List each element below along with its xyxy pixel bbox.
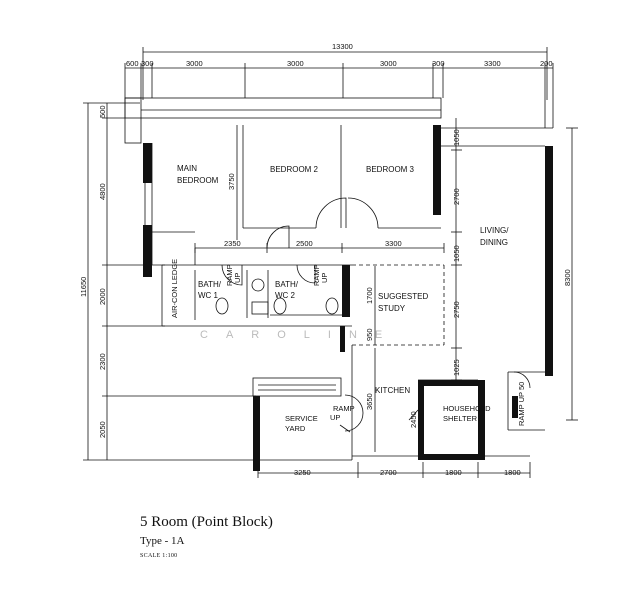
label-shelter-2: SHELTER [443, 414, 478, 423]
plan-scale: SCALE 1:100 [140, 553, 178, 559]
label-ramp-up-50: RAMP UP 50 [517, 382, 526, 426]
dim-study-depth: 1700 [365, 287, 374, 304]
label-ramp-bath2-2: UP [320, 273, 329, 283]
dim-passage: 950 [365, 328, 374, 341]
dim-top-5: 3000 [380, 59, 397, 68]
label-study-2: STUDY [378, 304, 406, 313]
dim-left-2: 4800 [98, 183, 107, 200]
thin-walls [124, 97, 553, 461]
dim-left-4: 2300 [98, 353, 107, 370]
label-main-bedroom-1: MAIN [177, 164, 197, 173]
dim-top-7: 3300 [484, 59, 501, 68]
dim-right-4: 2750 [452, 301, 461, 318]
label-ramp-bath1-2: UP [233, 273, 242, 283]
dim-right-overall: 8300 [563, 269, 572, 286]
dim-right-2: 2700 [452, 188, 461, 205]
label-ramp-bath1-1: RAMP [225, 264, 234, 286]
label-living-2: DINING [480, 238, 508, 247]
dim-interior-1: 2350 [224, 239, 241, 248]
label-living-1: LIVING/ [480, 226, 509, 235]
label-bath1-1: BATH/ [198, 280, 222, 289]
label-ramp-bath2-1: RAMP [312, 264, 321, 286]
dim-interior-3: 3300 [385, 239, 402, 248]
dim-left-5: 2050 [98, 421, 107, 438]
dim-kitchen-depth: 3650 [365, 393, 374, 410]
label-ramp-kitchen-2: UP [330, 413, 340, 422]
dim-top-6: 300 [432, 59, 445, 68]
label-bedroom-2: BEDROOM 2 [270, 165, 319, 174]
door-swings [221, 197, 531, 432]
label-service-yard-2: YARD [285, 424, 306, 433]
structural-walls [143, 125, 553, 471]
dim-left-3: 2000 [98, 288, 107, 305]
dim-right-3: 1050 [452, 245, 461, 262]
dim-shelter-depth: 2450 [409, 411, 418, 428]
label-study-1: SUGGESTED [378, 292, 428, 301]
label-kitchen: KITCHEN [375, 386, 410, 395]
label-service-yard-1: SERVICE [285, 414, 318, 423]
dim-overall-top: 13300 [332, 42, 353, 51]
plan-type: Type - 1A [140, 535, 185, 547]
label-bath1-2: WC 1 [198, 291, 219, 300]
label-aircon-ledge: AIR-CON LEDGE [170, 259, 179, 318]
dimension-labels: 13300 600 300 3000 3000 3000 300 3300 20… [79, 42, 572, 477]
dim-right-1: 1050 [452, 129, 461, 146]
plan-title: 5 Room (Point Block) [140, 514, 273, 530]
bathroom-fixtures [215, 278, 419, 433]
dimension-lines [83, 47, 578, 478]
label-shelter-1: HOUSEHOLD [443, 404, 491, 413]
dim-left-overall: 11650 [79, 277, 88, 297]
label-main-bedroom-2: BEDROOM [177, 176, 219, 185]
dim-bedroom-depth: 3750 [227, 173, 236, 190]
dim-top-1: 600 [126, 59, 139, 68]
dim-interior-2: 2500 [296, 239, 313, 248]
dim-top-2: 300 [141, 59, 154, 68]
dim-bottom-2: 2700 [380, 468, 397, 477]
dim-bottom-4: 1800 [504, 468, 521, 477]
room-labels: MAIN BEDROOM BEDROOM 2 BEDROOM 3 LIVING/… [170, 164, 526, 433]
label-ramp-kitchen-1: RAMP [333, 404, 355, 413]
watermark: CAROLINE [200, 329, 400, 341]
dim-bottom-3: 1800 [445, 468, 462, 477]
dim-right-5: 1025 [452, 359, 461, 376]
label-bedroom-3: BEDROOM 3 [366, 165, 415, 174]
dim-bottom-1: 3250 [294, 468, 311, 477]
dim-left-1: 500 [98, 105, 107, 118]
dim-top-8: 200 [540, 59, 553, 68]
label-bath2-1: BATH/ [275, 280, 299, 289]
dim-top-3: 3000 [186, 59, 203, 68]
label-bath2-2: WC 2 [275, 291, 296, 300]
dim-top-4: 3000 [287, 59, 304, 68]
